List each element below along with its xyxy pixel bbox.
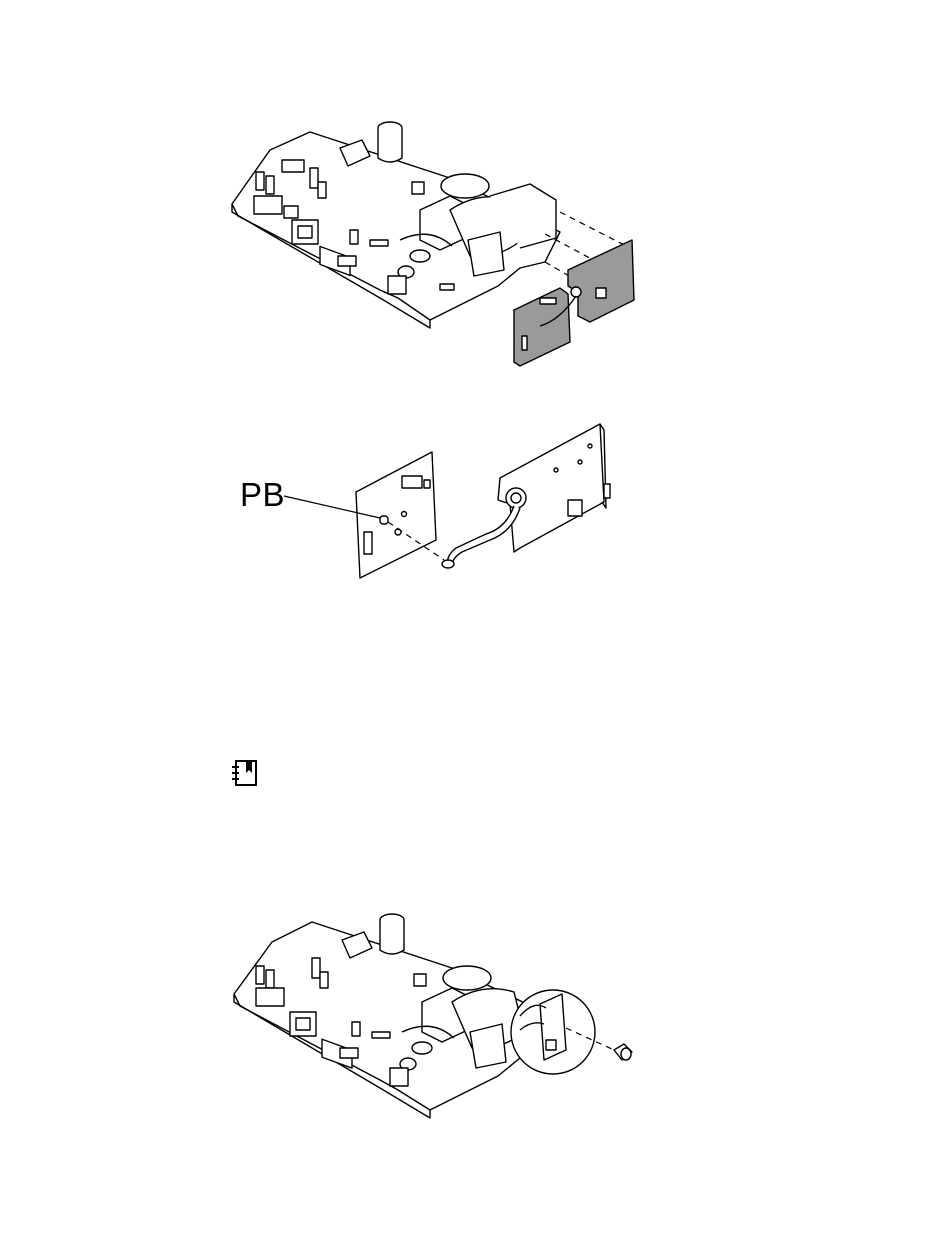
pb-callout-label: PB (240, 476, 285, 514)
figure-main-board-installed (0, 900, 950, 1140)
figure-pb-board-exploded (0, 400, 950, 600)
tube (448, 506, 520, 566)
pb-port (380, 516, 388, 524)
figure-main-board-exploded (0, 0, 950, 380)
pump-cylinder (441, 174, 489, 198)
notebook-note-icon (230, 758, 260, 788)
